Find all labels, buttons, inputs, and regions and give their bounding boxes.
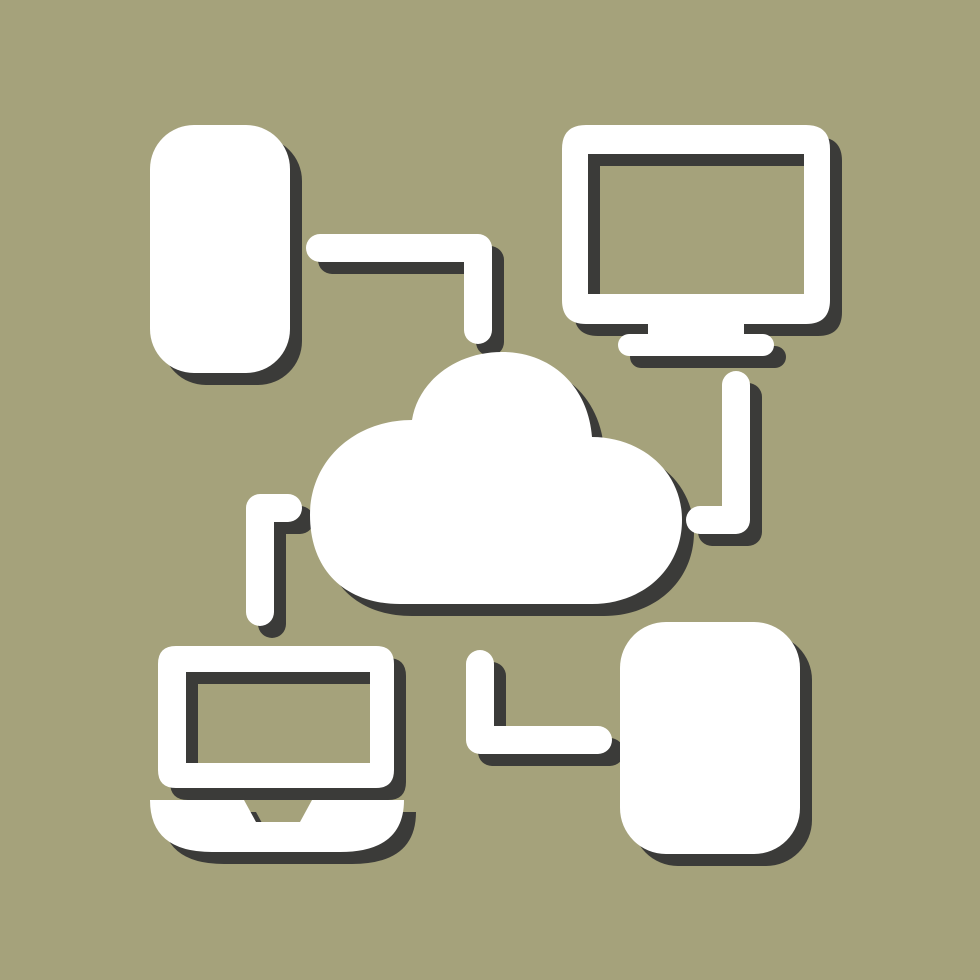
cloud-icon	[310, 352, 682, 604]
server-icon	[150, 125, 290, 373]
desktop-monitor-icon	[562, 125, 830, 356]
laptop-icon	[150, 646, 404, 852]
server-icon	[620, 622, 800, 854]
